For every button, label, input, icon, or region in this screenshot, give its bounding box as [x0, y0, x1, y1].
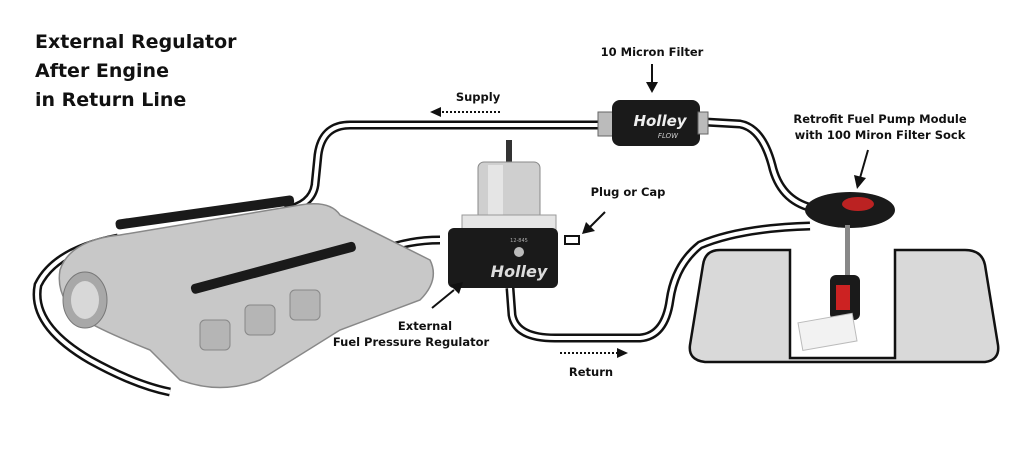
filter-label: 10 Micron Filter — [601, 45, 704, 59]
module-label-line-2: with 100 Miron Filter Sock — [795, 128, 966, 142]
svg-text:FLOW: FLOW — [658, 132, 679, 140]
module-label-line-1: Retrofit Fuel Pump Module — [793, 112, 967, 126]
fuel-tank — [688, 248, 1000, 364]
return-label: Return — [569, 365, 613, 379]
plug-label: Plug or Cap — [591, 185, 666, 199]
intake-manifold — [58, 195, 435, 389]
title-line-1: External Regulator — [35, 31, 237, 53]
title-line-2: After Engine — [35, 60, 169, 82]
svg-text:12-845: 12-845 — [510, 238, 528, 244]
regulator-label-line-2: Fuel Pressure Regulator — [333, 335, 490, 349]
fuel-pump-module — [797, 192, 895, 352]
regulator-label-line-1: External — [398, 319, 452, 333]
plug-cap — [564, 235, 580, 245]
title-line-3: in Return Line — [35, 89, 186, 111]
annotation-arrows — [430, 64, 869, 358]
fuel-filter: Holley FLOW — [597, 100, 709, 146]
fuel-pressure-regulator: Holley 12-845 — [448, 140, 558, 288]
supply-label: Supply — [456, 90, 501, 104]
svg-text:Holley: Holley — [633, 112, 687, 130]
svg-text:Holley: Holley — [491, 262, 548, 281]
